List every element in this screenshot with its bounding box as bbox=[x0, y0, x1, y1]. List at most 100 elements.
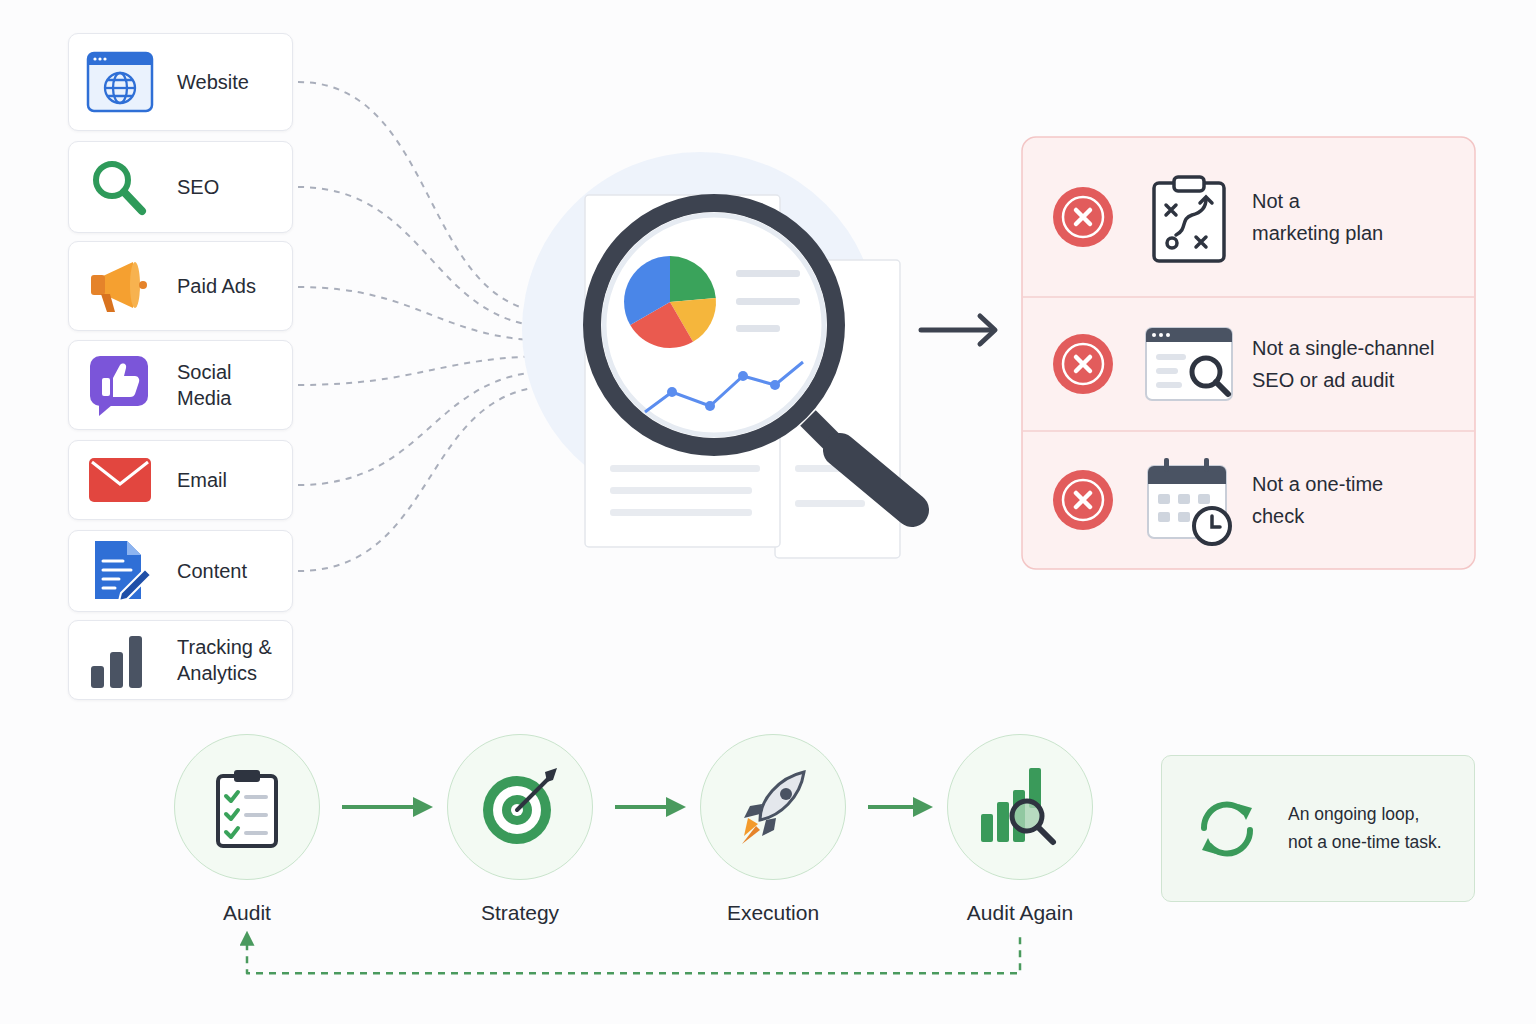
node-label: Website bbox=[177, 69, 281, 95]
magnifier-illustration-part bbox=[670, 256, 716, 302]
step-circle-part-part bbox=[545, 768, 557, 782]
not-item: Not a marketing plan bbox=[1022, 137, 1475, 297]
step-circle bbox=[174, 734, 320, 880]
cross-mark-part-part bbox=[1053, 470, 1113, 530]
magnifier-illustration-part bbox=[667, 371, 780, 411]
step-circle-part-part-part bbox=[246, 831, 266, 835]
magnifier-illustration-part-part bbox=[738, 371, 748, 381]
step-node: Strategy bbox=[420, 734, 620, 925]
feed-lines-part bbox=[298, 187, 555, 327]
step-circle bbox=[947, 734, 1093, 880]
icon-part-part-part bbox=[1178, 512, 1190, 522]
icon-part-part bbox=[1202, 838, 1216, 854]
flow-arrow bbox=[615, 805, 680, 809]
step-circle-part-part bbox=[234, 770, 260, 782]
result-arrow bbox=[921, 316, 995, 344]
icon-part bbox=[1140, 452, 1236, 548]
icon-part-part-part bbox=[1158, 494, 1170, 504]
step-circle-part bbox=[730, 764, 816, 850]
magnifier-illustration-part-part bbox=[610, 465, 760, 472]
step-circle-part-part bbox=[483, 776, 551, 844]
cross-mark-part-part bbox=[1053, 334, 1113, 394]
icon-part-part bbox=[110, 652, 123, 688]
icon-part-part bbox=[93, 57, 96, 60]
step-circle-part-part bbox=[997, 802, 1009, 842]
channel-box: Website bbox=[68, 33, 293, 131]
icon bbox=[1140, 316, 1236, 412]
step-node: Audit Again bbox=[920, 734, 1120, 925]
channel-box: Tracking & Analytics bbox=[68, 620, 293, 700]
magnifier-illustration-part bbox=[610, 465, 875, 516]
step-circle-part-part bbox=[744, 804, 762, 818]
result-arrow-part bbox=[921, 328, 993, 333]
icon-part-part-part bbox=[105, 73, 135, 103]
icon-part-part-part bbox=[103, 569, 131, 572]
icon-part-part bbox=[91, 666, 104, 688]
icon bbox=[85, 155, 155, 219]
magnifier-illustration-part bbox=[592, 203, 836, 447]
feed-lines-part bbox=[298, 82, 555, 313]
icon-part-part bbox=[92, 462, 148, 484]
magnifier-illustration-part-part bbox=[705, 401, 715, 411]
step-circle-part-part-part bbox=[226, 828, 238, 837]
icon-part-part bbox=[1212, 516, 1220, 527]
step-circle-part-part bbox=[981, 814, 993, 842]
icon-part-part bbox=[1154, 183, 1224, 261]
not-item: Not a single-channel SEO or ad audit bbox=[1022, 297, 1475, 431]
magnifier-illustration-part bbox=[736, 270, 800, 277]
icon-part-part bbox=[1146, 328, 1232, 400]
cross-mark-part-part bbox=[1076, 357, 1090, 371]
icon-part-part-part bbox=[105, 87, 135, 89]
icon bbox=[85, 254, 155, 318]
icon-part-part bbox=[1166, 197, 1212, 248]
step-circle-part bbox=[977, 764, 1063, 850]
icon-part bbox=[1194, 796, 1260, 862]
node-label: Strategy bbox=[420, 900, 620, 925]
channel-box: Content bbox=[68, 530, 293, 612]
node-label: Not a single-channel SEO or ad audit bbox=[1252, 332, 1448, 396]
step-circle-part bbox=[204, 764, 290, 850]
step-circle-part-part bbox=[246, 797, 266, 833]
icon-part bbox=[85, 254, 155, 318]
magnifier-illustration-part bbox=[604, 215, 824, 435]
magnifier-illustration-part bbox=[736, 298, 800, 305]
magnifier-illustration-part-part bbox=[610, 509, 752, 516]
result-arrow-part bbox=[980, 316, 995, 344]
node-label: Not a one-time check bbox=[1252, 468, 1394, 532]
node-label: Tracking & Analytics bbox=[177, 634, 281, 686]
icon-part-part-part bbox=[1166, 205, 1176, 215]
step-circle-part bbox=[477, 764, 563, 850]
icon-part-part bbox=[88, 53, 152, 111]
icon-part-part bbox=[119, 569, 151, 601]
icon-part-part bbox=[1174, 177, 1204, 191]
node-label: Audit Again bbox=[920, 900, 1120, 925]
icon-part-part bbox=[1152, 333, 1156, 337]
icon-part-part-part bbox=[103, 578, 119, 581]
channel-box: Paid Ads bbox=[68, 241, 293, 331]
cross-mark-part-part bbox=[1063, 197, 1103, 237]
step-circle-part-part bbox=[742, 826, 760, 844]
icon-part-part-part bbox=[108, 80, 132, 96]
icon-part-part bbox=[103, 561, 131, 588]
step-circle-part-part bbox=[517, 776, 551, 810]
step-circle-part-part-part bbox=[246, 813, 266, 817]
node-label: Not a marketing plan bbox=[1252, 185, 1390, 249]
note-box: An ongoing loop, not a one-time task. bbox=[1161, 755, 1475, 902]
icon-part-part-part bbox=[103, 587, 115, 590]
icon-part bbox=[1140, 169, 1236, 265]
icon-part-part bbox=[1159, 333, 1163, 337]
feed-lines bbox=[298, 82, 555, 571]
cross-mark-part-part bbox=[1076, 493, 1090, 507]
step-circle-part-part bbox=[218, 776, 276, 846]
icon-part-part bbox=[98, 57, 101, 60]
node-label: Paid Ads bbox=[177, 273, 281, 299]
cross-mark-part bbox=[1052, 333, 1114, 395]
flow-arrow bbox=[342, 805, 427, 809]
step-circle-part-part bbox=[760, 772, 804, 820]
icon-part bbox=[85, 353, 155, 417]
icon-part-part bbox=[1148, 466, 1226, 484]
icon-part-part bbox=[105, 73, 135, 103]
icon-part-part bbox=[124, 192, 142, 211]
icon-part-part bbox=[90, 356, 148, 406]
